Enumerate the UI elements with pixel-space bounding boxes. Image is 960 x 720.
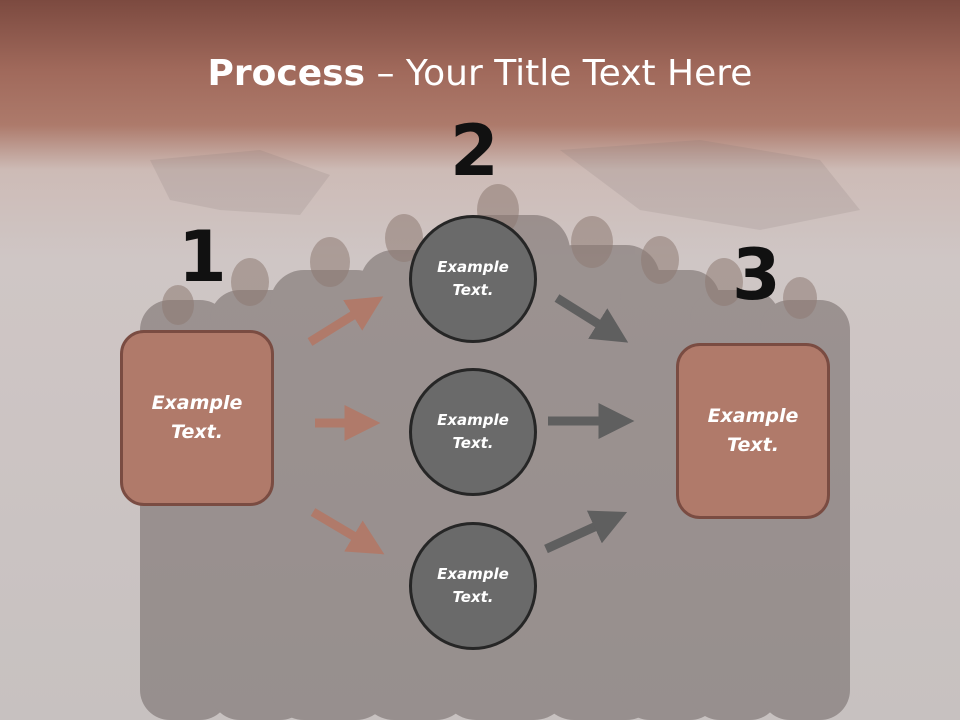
left-box: Example Text. xyxy=(120,330,274,506)
right-box-text: Example Text. xyxy=(707,405,799,456)
arrow-bottom-to-right xyxy=(544,510,628,554)
circle-bottom-text: Example Text. xyxy=(437,565,509,606)
left-box-text: Example Text. xyxy=(151,392,243,443)
circle-top: Example Text. xyxy=(409,215,537,343)
title-rest: – Your Title Text Here xyxy=(365,53,753,94)
step-number-3: 3 xyxy=(732,234,781,316)
circle-middle-text: Example Text. xyxy=(437,411,509,452)
circle-bottom: Example Text. xyxy=(409,522,537,650)
title-bold: Process xyxy=(207,53,366,94)
step-number-1: 1 xyxy=(178,216,227,298)
slide-title: Process – Your Title Text Here xyxy=(0,52,960,96)
arrow-left-to-bottom xyxy=(310,508,385,555)
circle-middle: Example Text. xyxy=(409,368,537,496)
arrow-left-to-top xyxy=(307,296,384,346)
step-number-2: 2 xyxy=(450,110,499,192)
arrow-top-to-right xyxy=(554,294,629,343)
right-box: Example Text. xyxy=(676,343,830,519)
circle-top-text: Example Text. xyxy=(437,258,509,299)
